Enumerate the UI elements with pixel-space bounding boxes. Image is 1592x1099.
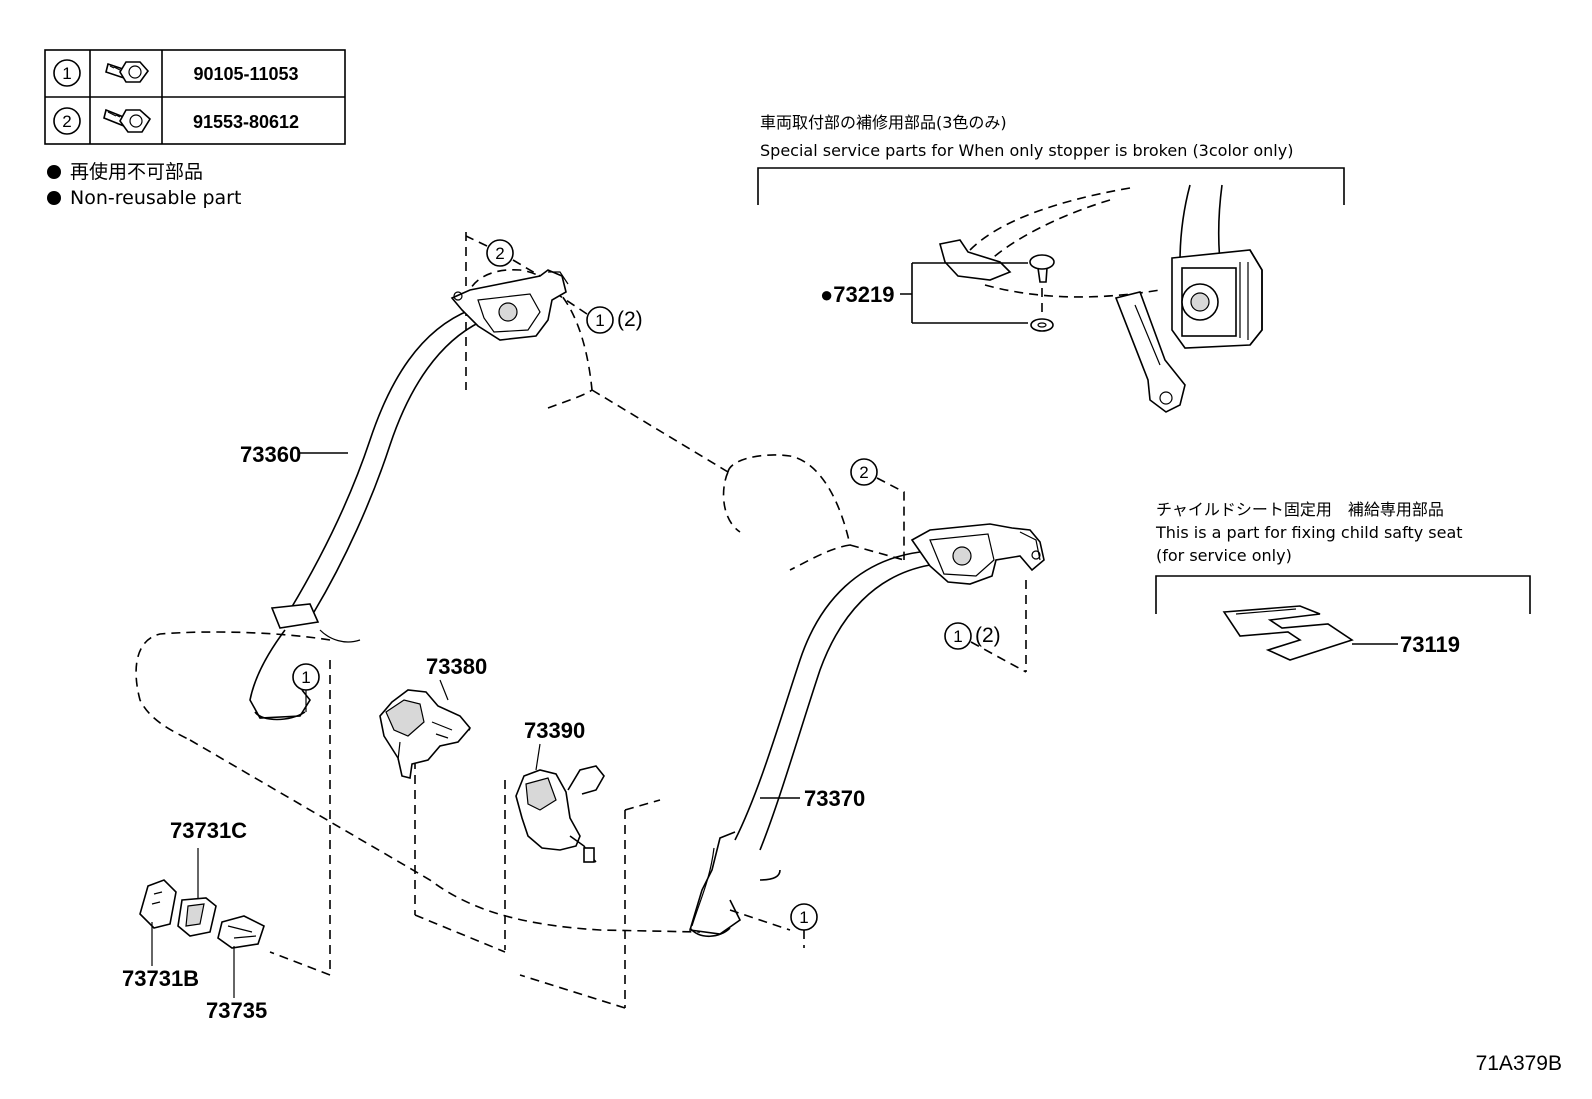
seat-outline <box>135 232 905 1009</box>
callout-1: 1 <box>953 627 962 646</box>
table-ref-1: 1 <box>62 64 71 83</box>
bolt-icon <box>103 108 152 133</box>
legend-jp: 再使用不可部品 <box>70 161 203 183</box>
fastener-table: 1 90105-11053 2 91553-80612 <box>44 49 346 145</box>
part-label-cover-b: 73731B <box>122 966 199 991</box>
cover-73731b-icon <box>139 879 177 929</box>
buckle-73380: 73380 <box>379 654 487 779</box>
belt-covers: 73731C 73731B 73735 <box>122 818 267 1023</box>
part-label-cover-735: 73735 <box>206 998 267 1023</box>
stopper-box-title-en: Special service parts for When only stop… <box>760 141 1293 160</box>
child-seat-service-box: チャイルドシート固定用 補給専用部品 This is a part for fi… <box>1155 500 1531 661</box>
callout-1: 1 <box>799 908 808 927</box>
callout-group-right: 2 1 (2) 1 <box>729 458 1027 948</box>
legend: 再使用不可部品 Non-reusable part <box>47 161 241 209</box>
diagram-code: 71A379B <box>1476 1052 1562 1075</box>
right-retractor-anchor <box>910 523 1045 585</box>
callout-1-2: (2) <box>975 624 1001 647</box>
buckle-73390: 73390 <box>515 718 605 863</box>
table-row: 1 90105-11053 <box>53 59 299 87</box>
child-seat-anchor-plate-icon <box>1222 605 1354 661</box>
part-label-child-anchor: 73119 <box>1400 632 1460 657</box>
callout-2: 2 <box>495 244 504 263</box>
part-label-buckle-center: 73390 <box>524 718 585 743</box>
left-retractor-anchor <box>450 269 569 341</box>
stopper-service-box: 車両取付部の補修用部品(3色のみ) Special service parts … <box>757 113 1345 413</box>
table-row: 2 91553-80612 <box>53 107 299 135</box>
non-reusable-bullet-icon <box>47 191 61 205</box>
stopper-bracket <box>938 239 1186 413</box>
part-label-buckle-left: 73380 <box>426 654 487 679</box>
part-number: 90105-11053 <box>193 64 298 84</box>
cover-73731c-icon <box>177 897 217 937</box>
child-seat-title-en: This is a part for fixing child safty se… <box>1155 523 1463 542</box>
left-seat-belt-assembly: 73360 <box>240 269 569 721</box>
callout-2: 2 <box>859 463 868 482</box>
stopper-button-icon <box>1029 254 1055 332</box>
part-label-belt-left: 73360 <box>240 442 301 467</box>
callout-group-left: 2 1 (2) 1 <box>292 235 643 712</box>
table-ref-2: 2 <box>62 112 71 131</box>
part-label-stopper: ●73219 <box>820 282 894 307</box>
cover-73735-icon <box>217 915 265 949</box>
callout-1: 1 <box>595 311 604 330</box>
bolt-icon <box>105 61 150 83</box>
part-label-cover-c: 73731C <box>170 818 247 843</box>
non-reusable-bullet-icon <box>47 165 61 179</box>
legend-en: Non-reusable part <box>70 187 241 209</box>
callout-1: 1 <box>301 668 310 687</box>
child-seat-subtitle-en: (for service only) <box>1156 546 1292 565</box>
part-label-belt-right: 73370 <box>804 786 865 811</box>
part-number: 91553-80612 <box>193 112 299 132</box>
callout-1-2: (2) <box>617 308 643 331</box>
right-seat-belt-assembly: 73370 <box>688 523 1045 938</box>
retractor-closeup <box>1171 184 1263 349</box>
stopper-box-title-jp: 車両取付部の補修用部品(3色のみ) <box>760 113 1007 132</box>
child-seat-title-jp: チャイルドシート固定用 補給専用部品 <box>1156 500 1444 519</box>
